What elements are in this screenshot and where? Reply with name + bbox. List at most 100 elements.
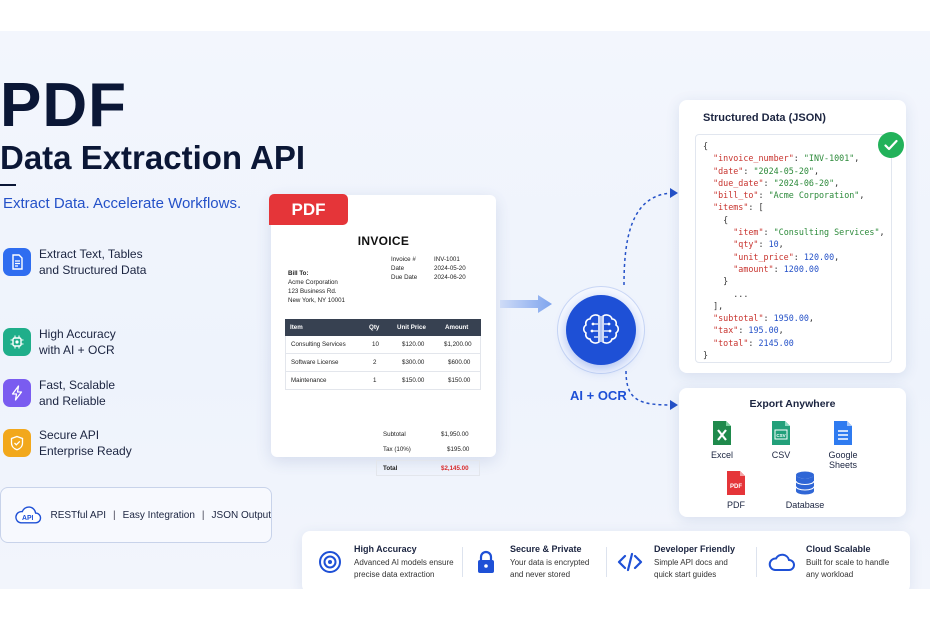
json-code-line: "items": [ — [703, 201, 885, 213]
json-token: "2024-06-20" — [773, 177, 835, 188]
json-token: 2145.00 — [758, 337, 794, 348]
export-label: Google Sheets — [828, 450, 858, 470]
benefit-secure: Secure & Private Your data is encrypted … — [472, 531, 589, 589]
json-token: : — [748, 337, 759, 348]
json-token — [703, 202, 713, 212]
invoice-table-header: Item Qty Unit Price Amount — [285, 319, 481, 336]
export-item-google-sheets[interactable]: Google Sheets — [818, 420, 868, 470]
json-code-line: "tax": 195.00, — [703, 324, 885, 336]
json-token: 1200.00 — [783, 263, 819, 274]
subtotal-value: $1,950.00 — [441, 431, 469, 438]
tax-label: Tax (10%) — [383, 446, 411, 453]
json-token: : — [793, 251, 804, 262]
benefit-cloud: Cloud Scalable Built for scale to handle… — [768, 531, 889, 589]
cloud-icon — [768, 548, 796, 576]
google-sheets-icon — [834, 421, 852, 445]
json-token: , — [854, 153, 860, 164]
api-separator: | — [201, 509, 205, 521]
col-unit-price: Unit Price — [397, 324, 426, 331]
export-item-database[interactable]: Database — [780, 470, 830, 510]
shield-icon — [3, 429, 31, 457]
json-code-box: { "invoice_number": "INV-1001", "date": … — [695, 134, 892, 363]
json-code-line: } — [703, 349, 885, 361]
json-token: "item" — [733, 227, 764, 238]
json-token — [703, 264, 733, 274]
json-token: "due_date" — [713, 177, 764, 188]
connector-to-export — [625, 370, 678, 410]
json-card-title: Structured Data (JSON) — [703, 112, 826, 124]
json-code-line: { — [703, 214, 885, 226]
connector-to-json — [623, 188, 678, 286]
col-item: Item — [290, 324, 303, 331]
api-item-json: JSON Output — [211, 509, 271, 521]
csv-glyph: CSV — [776, 433, 785, 438]
export-item-excel[interactable]: Excel — [697, 420, 747, 460]
headline-subtitle: Data Extraction API — [0, 139, 306, 176]
json-output-card: Structured Data (JSON) { "invoice_number… — [679, 100, 906, 373]
meta-label: Due Date — [391, 274, 418, 281]
json-token: "amount" — [733, 263, 774, 274]
json-token: ], — [703, 300, 724, 311]
json-code-line: } — [703, 275, 885, 287]
excel-icon — [713, 421, 731, 445]
strip-divider — [606, 547, 607, 577]
headline-tagline: Extract Data. Accelerate Workflows. — [3, 195, 242, 212]
json-code-line: "bill_to": "Acme Corporation", — [703, 189, 885, 201]
json-code-line: "invoice_number": "INV-1001", — [703, 152, 885, 164]
benefit-desc: Simple API docs and quick start guides — [654, 557, 728, 579]
benefits-strip: High Accuracy Advanced AI models ensure … — [302, 531, 910, 589]
json-token: , — [834, 251, 840, 262]
json-token: ... — [703, 288, 749, 299]
api-item-integration: Easy Integration — [122, 509, 195, 521]
bill-to-line: Acme Corporation — [288, 279, 338, 286]
json-token: 195.00 — [748, 325, 779, 336]
hero-canvas: PDF Data Extraction API Extract Data. Ac… — [0, 31, 930, 589]
cell-amount: $600.00 — [448, 359, 471, 366]
json-token — [703, 239, 733, 249]
json-token: : — [743, 165, 754, 176]
strip-divider — [756, 547, 757, 577]
json-token: "unit_price" — [733, 251, 794, 262]
flow-arrow-icon — [500, 295, 552, 313]
benefit-desc: Built for scale to handle any workload — [806, 557, 890, 579]
table-row: Software License 2 $300.00 $600.00 — [285, 354, 481, 372]
json-token: , — [834, 177, 840, 188]
subtotal-label: Subtotal — [383, 431, 406, 438]
total-label: Total — [383, 465, 398, 472]
bill-to-label: Bill To: — [288, 270, 309, 277]
json-token: : [ — [748, 202, 764, 213]
cell-unit: $150.00 — [402, 377, 425, 384]
json-code-line: "total": 2145.00 — [703, 337, 885, 349]
json-code-line: { — [703, 140, 885, 152]
export-item-pdf[interactable]: PDF PDF — [711, 470, 761, 510]
feature-label: Fast, Scalable and Reliable — [39, 378, 116, 408]
col-qty: Qty — [369, 324, 380, 331]
json-token — [703, 313, 713, 323]
json-code-line: "unit_price": 120.00, — [703, 251, 885, 263]
json-token — [703, 178, 713, 188]
benefit-title: Developer Friendly — [654, 543, 736, 554]
invoice-meta-values: INV-1001 2024-05-20 2024-06-20 — [434, 255, 466, 282]
lock-icon — [472, 548, 500, 576]
json-token — [703, 227, 733, 237]
tax-value: $195.00 — [447, 446, 470, 453]
bill-to-block: Bill To: Acme Corporation 123 Business R… — [288, 269, 345, 305]
headline-divider — [0, 184, 16, 186]
pdf-badge: PDF — [269, 194, 348, 225]
cell-qty: 10 — [372, 341, 379, 348]
export-item-csv[interactable]: CSV CSV — [756, 420, 806, 460]
json-token: , — [813, 165, 820, 176]
feature-label: Secure API Enterprise Ready — [39, 428, 132, 458]
csv-icon: CSV — [772, 421, 790, 445]
json-code-line: "amount": 1200.00 — [703, 263, 885, 275]
feature-item-accuracy: High Accuracy with AI + OCR — [3, 325, 263, 359]
export-label: PDF — [727, 500, 745, 510]
json-token: "qty" — [733, 239, 759, 250]
json-token: "2024-05-20" — [753, 165, 814, 176]
json-code-line: ... — [703, 288, 885, 300]
col-amount: Amount — [445, 324, 469, 331]
ai-ocr-label: AI + OCR — [570, 388, 627, 403]
json-token: "invoice_number" — [713, 153, 794, 164]
json-token — [703, 325, 713, 335]
total-value: $2,145.00 — [441, 465, 469, 472]
